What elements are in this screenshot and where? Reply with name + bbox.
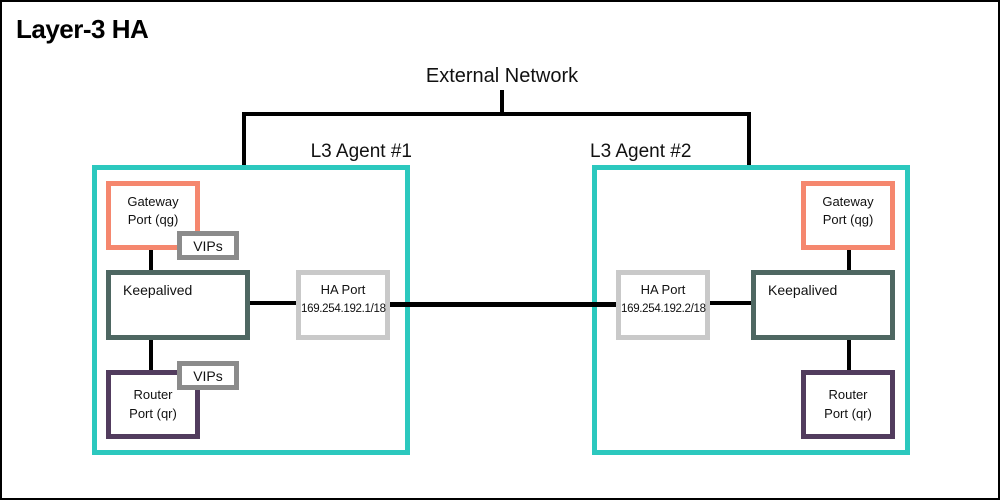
router-port-label-line2: Port (qr) [129,405,177,421]
agent2-keepalived-box: Keepalived [751,270,895,340]
keepalived-label: Keepalived [768,282,838,298]
gateway-port-label-line1: Gateway [127,194,179,209]
ha-port-label: HA Port [640,282,686,297]
agent2-gateway-keepalived-line [847,250,851,270]
agent1-uplink-line [242,112,246,165]
vips-label: VIPs [193,367,223,384]
agent1-ha-port-box: HA Port 169.254.192.1/18 [296,270,390,340]
ha-port-ip: 169.254.192.1/18 [301,303,386,315]
ha-port-label: HA Port [320,282,366,297]
external-network-bus-line [242,112,751,116]
agent2-gateway-port-box: Gateway Port (qg) [801,181,895,250]
agent1-vips-top-box: VIPs [177,231,239,260]
agent2-uplink-line [747,112,751,165]
ha-port-ip: 169.254.192.2/18 [621,303,706,315]
gateway-port-label-line2: Port (qg) [127,212,179,228]
gateway-port-label-line2: Port (qg) [822,212,874,228]
agent1-gateway-keepalived-line [149,250,153,270]
gateway-port-label-line1: Gateway [822,194,874,209]
agent2-haport-keepalived-line [710,301,751,305]
keepalived-label: Keepalived [123,282,193,298]
vips-label: VIPs [193,237,223,254]
agent2-ha-port-box: HA Port 169.254.192.2/18 [616,270,710,340]
page-title: Layer-3 HA [16,14,149,44]
external-network-stub-line [500,90,504,114]
agent2-router-port-box: Router Port (qr) [801,370,895,439]
agent1-frame: Gateway Port (qg) VIPs Keepalived HA Por… [92,165,410,455]
agent1-keepalived-haport-line [250,301,296,305]
agent2-frame: Gateway Port (qg) HA Port 169.254.192.2/… [592,165,910,455]
router-port-label-line2: Port (qr) [824,405,872,421]
agent1-keepalived-router-line [149,340,153,370]
ha-port-interconnect-line [390,302,616,307]
router-port-label-line1: Router [133,387,173,403]
agent2-label: L3 Agent #2 [590,141,692,162]
agent2-keepalived-router-line [847,340,851,370]
agent1-keepalived-box: Keepalived [106,270,250,340]
agent1-gateway-port-box: Gateway Port (qg) [106,181,200,250]
router-port-label-line1: Router [828,387,868,403]
agent1-label: L3 Agent #1 [310,141,412,162]
external-network-label: External Network [425,65,579,87]
agent1-vips-bottom-box: VIPs [177,361,239,390]
